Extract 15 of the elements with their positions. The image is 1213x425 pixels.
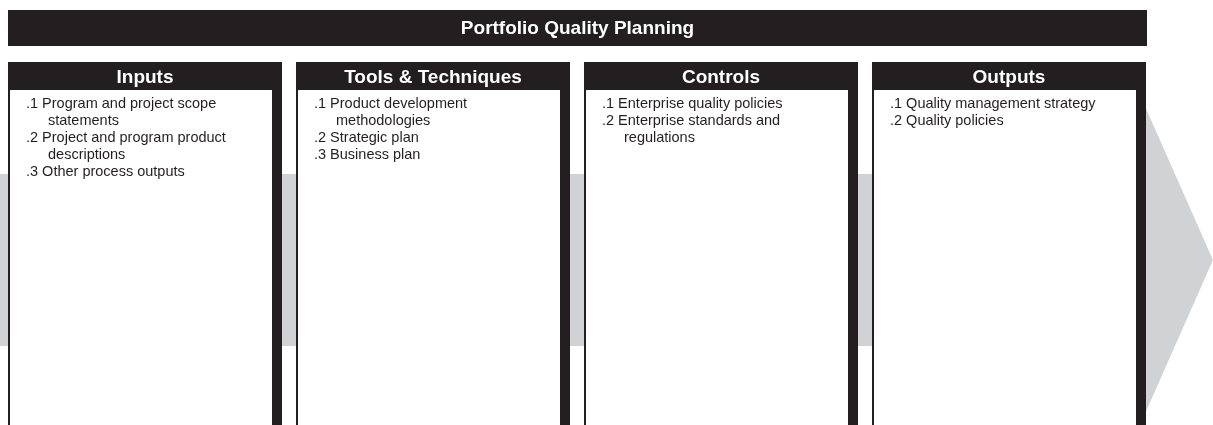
list-item: .3 Business plan: [313, 146, 422, 163]
list-item: .1 Product development methodologies: [313, 95, 469, 129]
list-item: .2 Quality policies: [889, 112, 1005, 129]
title-banner: Portfolio Quality Planning: [8, 10, 1147, 46]
list-item: .3 Other process outputs: [25, 163, 186, 180]
column-heading: Inputs: [8, 62, 282, 90]
column-heading: Tools & Techniques: [296, 62, 570, 90]
list-item: .1 Enterprise quality policies: [601, 95, 784, 112]
list-item: .2 Enterprise standards and regulations: [601, 112, 782, 146]
column-heading: Controls: [584, 62, 858, 90]
list-item: .1 Quality management strategy: [889, 95, 1097, 112]
list-item: .2 Project and program product descriptions: [25, 129, 227, 163]
list-item: .1 Program and project scope statements: [25, 95, 218, 129]
list-item: .2 Strategic plan: [313, 129, 420, 146]
column-heading: Outputs: [872, 62, 1146, 90]
